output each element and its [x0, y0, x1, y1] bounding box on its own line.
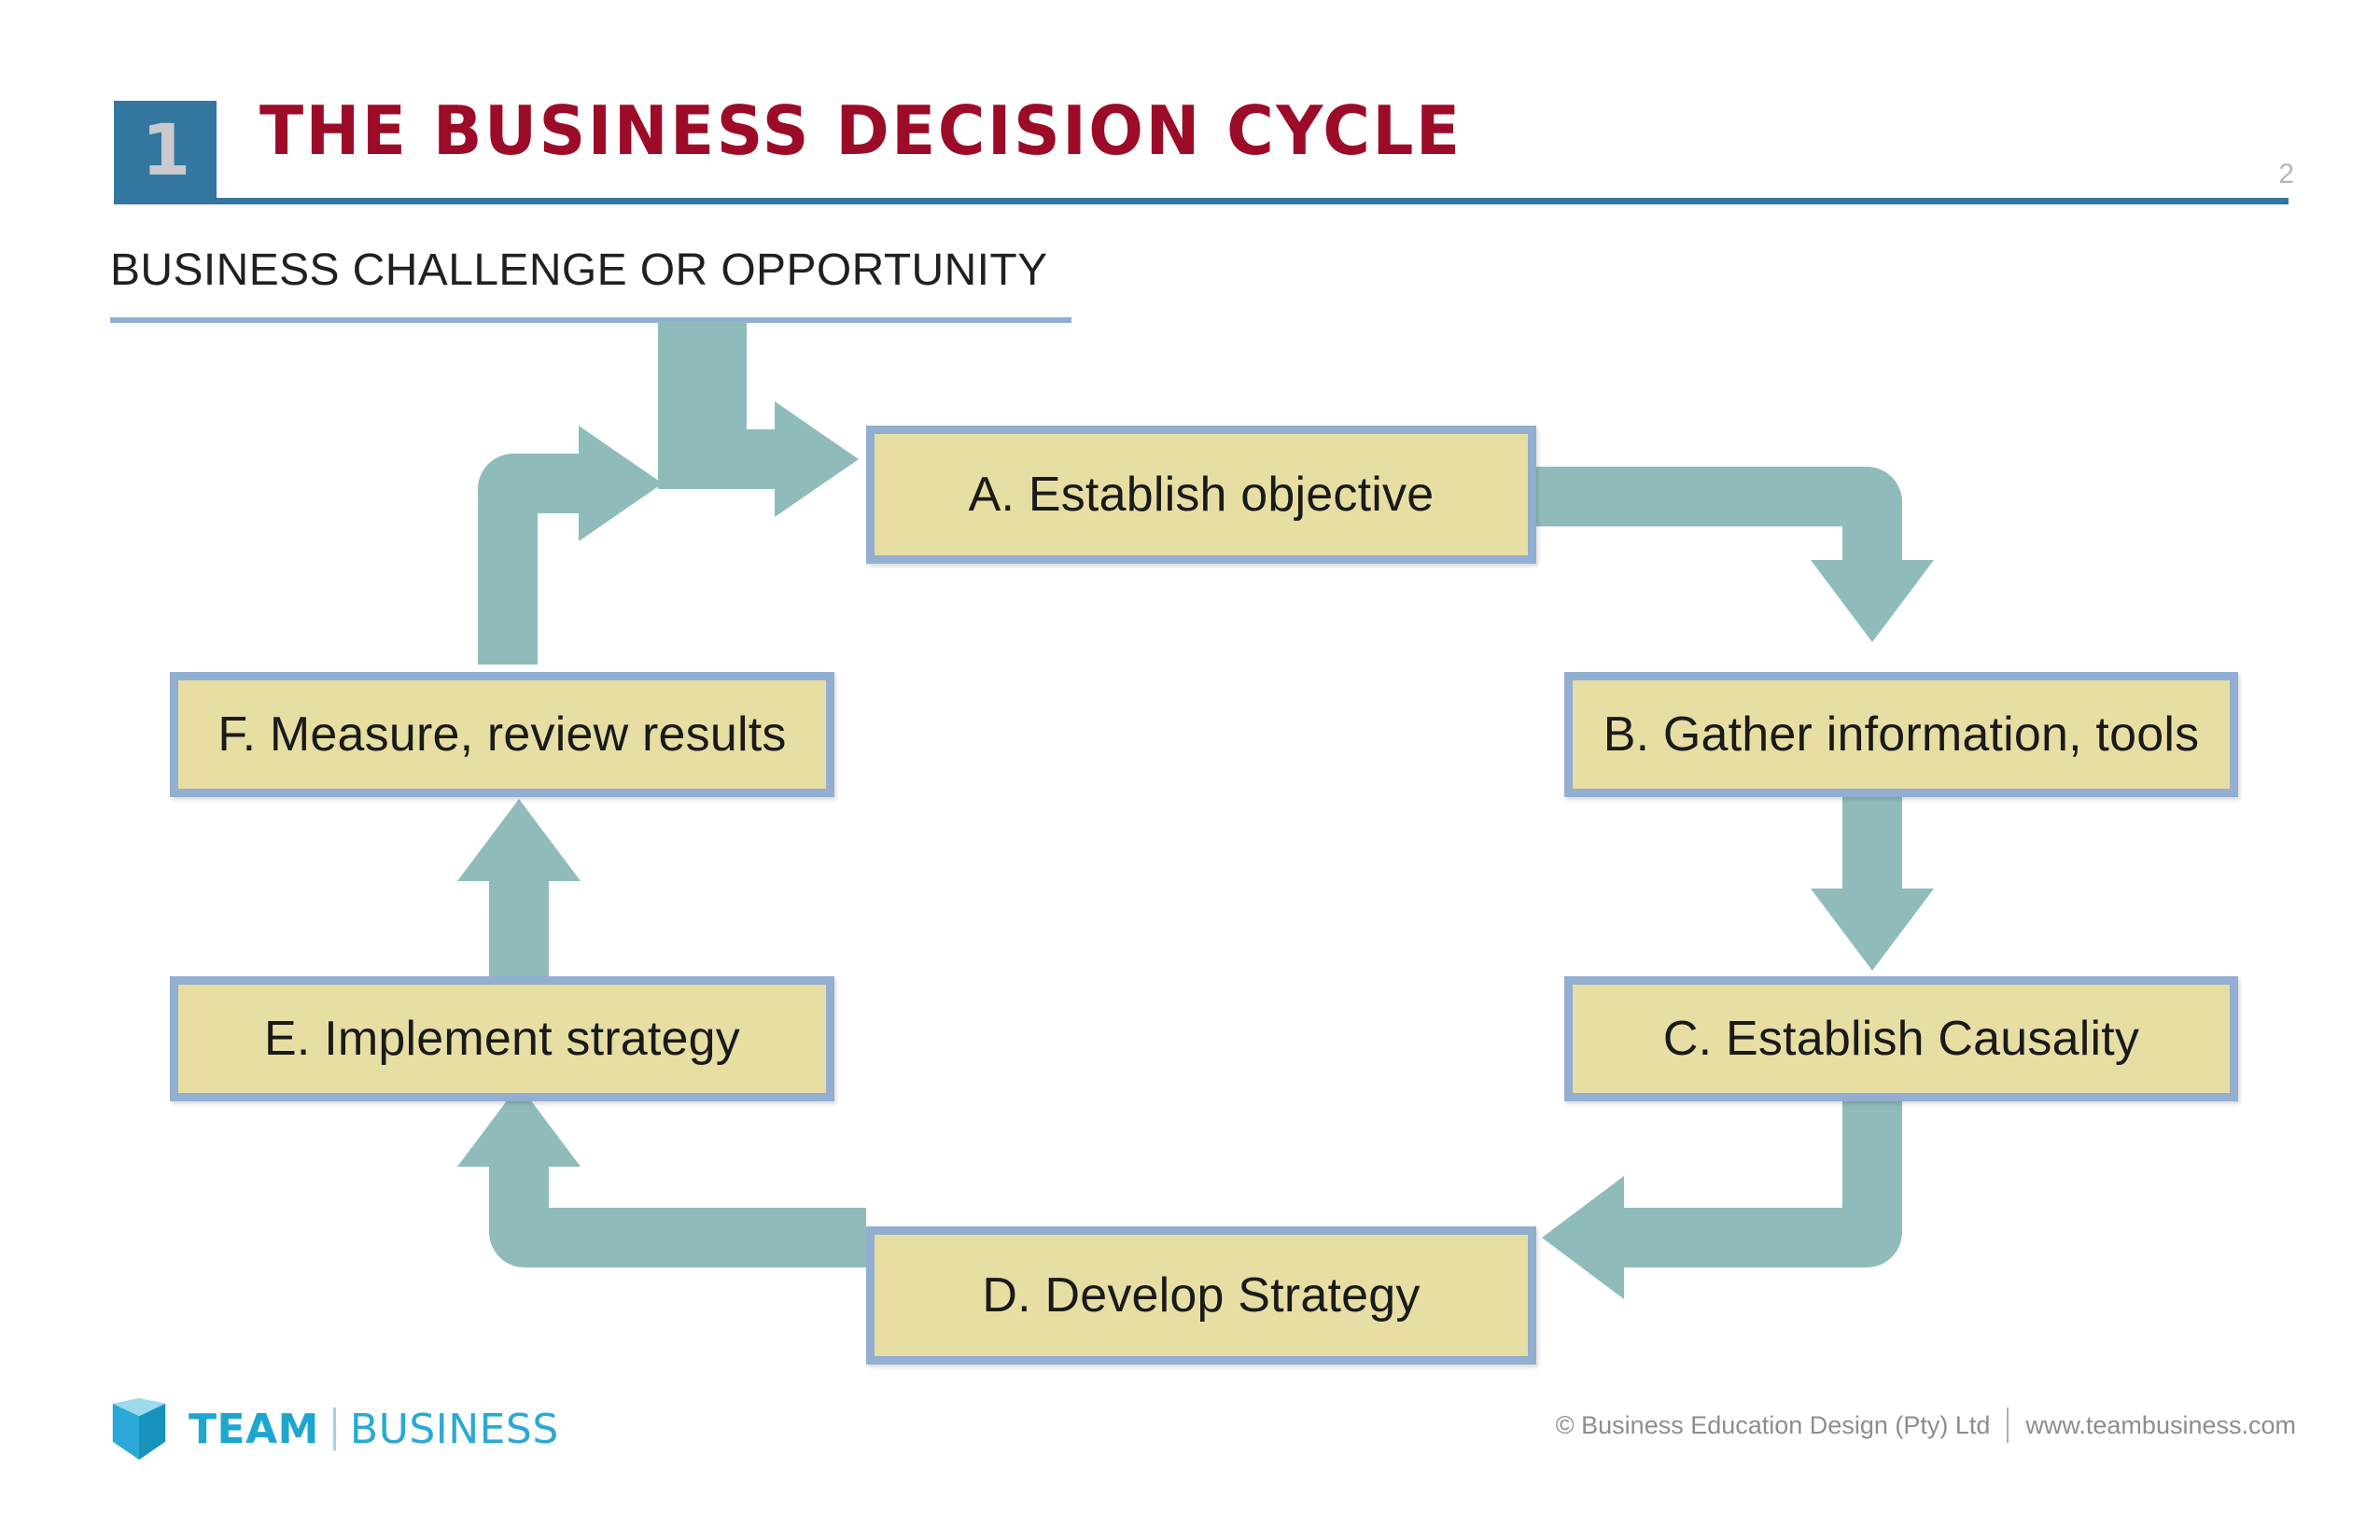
flow-node-d[interactable]: D. Develop Strategy — [866, 1226, 1536, 1365]
flow-node-f[interactable]: F. Measure, review results — [170, 672, 834, 797]
logo-word-divider — [332, 1407, 336, 1450]
team-business-logo: TEAM BUSINESS — [110, 1393, 559, 1465]
arrow-challenge-to-a — [658, 321, 859, 517]
subtitle-heading: BUSINESS CHALLENGE OR OPPORTUNITY — [110, 245, 1048, 295]
flow-node-b-label: B. Gather information, tools — [1603, 707, 2200, 762]
section-number-badge: 1 — [114, 101, 217, 199]
arrow-d-to-e — [457, 1085, 866, 1267]
arrow-e-to-f — [457, 799, 581, 976]
flow-node-d-label: D. Develop Strategy — [982, 1268, 1421, 1323]
flow-node-a[interactable]: A. Establish objective — [866, 426, 1536, 564]
flow-node-e[interactable]: E. Implement strategy — [170, 976, 834, 1101]
flow-node-c[interactable]: C. Establish Causality — [1564, 976, 2238, 1101]
section-number-text: 1 — [141, 107, 191, 191]
website-link[interactable]: www.teambusiness.com — [2025, 1410, 2296, 1439]
arrow-f-to-a — [478, 426, 663, 665]
page-title: THE BUSINESS DECISION CYCLE — [259, 91, 1463, 170]
arrow-a-to-b — [1536, 467, 1934, 642]
flow-node-c-label: C. Establish Causality — [1662, 1012, 2140, 1066]
header-divider-rule — [114, 198, 2289, 204]
slide-header: 1 THE BUSINESS DECISION CYCLE 2 — [0, 0, 2380, 224]
cube-logo-icon — [112, 1397, 166, 1461]
arrow-b-to-c — [1811, 797, 1934, 971]
logo-word-team: TEAM — [189, 1405, 319, 1453]
subtitle-divider-rule — [110, 317, 1071, 323]
flow-node-f-label: F. Measure, review results — [217, 707, 787, 762]
flow-node-e-label: E. Implement strategy — [264, 1012, 740, 1066]
footer-separator — [2007, 1407, 2009, 1443]
slide-footer: TEAM BUSINESS © Business Education Desig… — [0, 1372, 2380, 1540]
footer-credit: © Business Education Design (Pty) Ltd ww… — [1556, 1407, 2296, 1443]
flow-node-b[interactable]: B. Gather information, tools — [1564, 672, 2238, 797]
arrow-c-to-d — [1542, 1101, 1902, 1299]
copyright-text: © Business Education Design (Pty) Ltd — [1555, 1410, 1991, 1439]
page-number: 2 — [2278, 159, 2294, 189]
flow-node-a-label: A. Establish objective — [968, 468, 1435, 522]
logo-word-business: BUSINESS — [349, 1405, 559, 1453]
